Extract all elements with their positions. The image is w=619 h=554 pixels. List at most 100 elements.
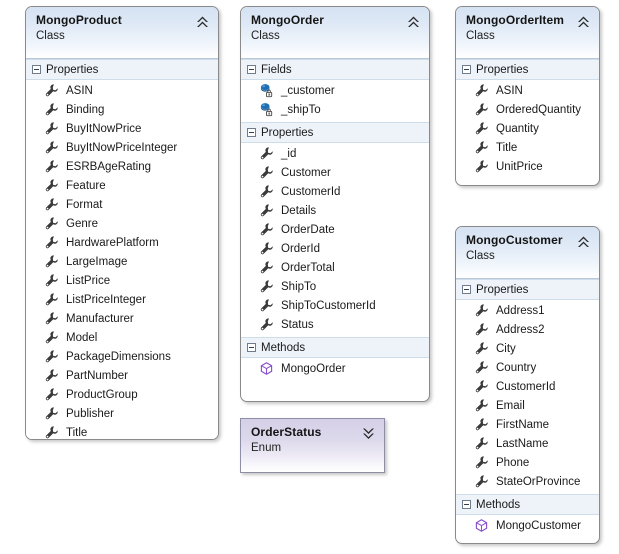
member-row[interactable]: ShipToCustomerId (241, 296, 429, 315)
member-row[interactable]: Title (456, 138, 599, 157)
wrench-icon (44, 159, 59, 174)
member-row[interactable]: Genre (26, 214, 218, 233)
member-row[interactable]: _customer (241, 81, 429, 100)
compartment-header-properties[interactable]: Properties (241, 122, 429, 143)
member-row[interactable]: Title (26, 423, 218, 439)
member-label: ShipTo (281, 280, 317, 293)
member-row[interactable]: _shipTo (241, 100, 429, 119)
member-row[interactable]: LastName (456, 434, 599, 453)
member-row[interactable]: PackageDimensions (26, 347, 218, 366)
member-label: Binding (66, 103, 105, 116)
member-label: UnitPrice (496, 160, 543, 173)
compartment-header-fields[interactable]: Fields (241, 59, 429, 80)
chevron-down-icon[interactable] (362, 427, 376, 441)
chevron-up-icon[interactable] (407, 15, 421, 29)
compartment-header-methods[interactable]: Methods (456, 494, 599, 515)
member-row[interactable]: CustomerId (241, 182, 429, 201)
member-row[interactable]: BuyItNowPriceInteger (26, 138, 218, 157)
member-row[interactable]: CustomerId (456, 377, 599, 396)
wrench-icon (259, 203, 274, 218)
member-row[interactable]: Publisher (26, 404, 218, 423)
chevron-up-icon[interactable] (196, 15, 210, 29)
member-row[interactable]: ASIN (26, 81, 218, 100)
node-title: OrderStatus (251, 425, 322, 439)
member-row[interactable]: ListPriceInteger (26, 290, 218, 309)
wrench-icon (474, 379, 489, 394)
compartment-header-properties[interactable]: Properties (456, 59, 599, 80)
member-row[interactable]: MongoOrder (241, 359, 429, 378)
member-row[interactable]: Address2 (456, 320, 599, 339)
collapse-box-icon[interactable] (32, 65, 41, 74)
chevron-up-icon[interactable] (577, 235, 591, 249)
member-row[interactable]: UnitPrice (456, 157, 599, 176)
member-row[interactable]: OrderId (241, 239, 429, 258)
member-row[interactable]: OrderDate (241, 220, 429, 239)
collapse-box-icon[interactable] (247, 128, 256, 137)
member-row[interactable]: Status (241, 315, 429, 334)
member-row[interactable]: ESRBAgeRating (26, 157, 218, 176)
member-row[interactable]: Format (26, 195, 218, 214)
member-row[interactable]: LargeImage (26, 252, 218, 271)
collapse-box-icon[interactable] (462, 500, 471, 509)
member-row[interactable]: HardwarePlatform (26, 233, 218, 252)
member-row[interactable]: Country (456, 358, 599, 377)
member-row[interactable]: Address1 (456, 301, 599, 320)
node-stereotype: Class (36, 30, 65, 42)
collapse-box-icon[interactable] (462, 285, 471, 294)
member-row[interactable]: StateOrProvince (456, 472, 599, 491)
member-row[interactable]: Model (26, 328, 218, 347)
member-row[interactable]: Binding (26, 100, 218, 119)
wrench-icon (474, 398, 489, 413)
member-label: LargeImage (66, 255, 128, 268)
member-row[interactable]: Feature (26, 176, 218, 195)
member-row[interactable]: OrderTotal (241, 258, 429, 277)
member-row[interactable]: Manufacturer (26, 309, 218, 328)
member-row[interactable]: BuyItNowPrice (26, 119, 218, 138)
method-cube-icon (259, 361, 274, 376)
member-row[interactable]: ShipTo (241, 277, 429, 296)
member-row[interactable]: City (456, 339, 599, 358)
wrench-icon (474, 83, 489, 98)
node-title: MongoOrderItem (466, 13, 565, 27)
member-row[interactable]: ListPrice (26, 271, 218, 290)
compartment-header-methods[interactable]: Methods (241, 337, 429, 358)
collapse-box-icon[interactable] (462, 65, 471, 74)
collapse-box-icon[interactable] (247, 65, 256, 74)
member-row[interactable]: FirstName (456, 415, 599, 434)
member-label: ASIN (496, 84, 523, 97)
member-row[interactable]: Details (241, 201, 429, 220)
chevron-up-icon[interactable] (577, 15, 591, 29)
compartment-header-properties[interactable]: Properties (456, 279, 599, 300)
member-label: _customer (281, 84, 335, 97)
member-row[interactable]: MongoCustomer (456, 516, 599, 535)
wrench-icon (259, 279, 274, 294)
member-label: Manufacturer (66, 312, 134, 325)
member-row[interactable]: Quantity (456, 119, 599, 138)
wrench-icon (44, 235, 59, 250)
member-row[interactable]: _id (241, 144, 429, 163)
member-row[interactable]: ASIN (456, 81, 599, 100)
collapse-box-icon[interactable] (247, 343, 256, 352)
member-row[interactable]: ProductGroup (26, 385, 218, 404)
member-label: MongoCustomer (496, 519, 582, 532)
member-row[interactable]: Email (456, 396, 599, 415)
member-row[interactable]: OrderedQuantity (456, 100, 599, 119)
member-row[interactable]: Phone (456, 453, 599, 472)
member-label: MongoOrder (281, 362, 346, 375)
member-row[interactable]: PartNumber (26, 366, 218, 385)
member-row[interactable]: Customer (241, 163, 429, 182)
compartment-header-properties[interactable]: Properties (26, 59, 218, 80)
member-label: PartNumber (66, 369, 128, 382)
member-label: Country (496, 361, 537, 374)
